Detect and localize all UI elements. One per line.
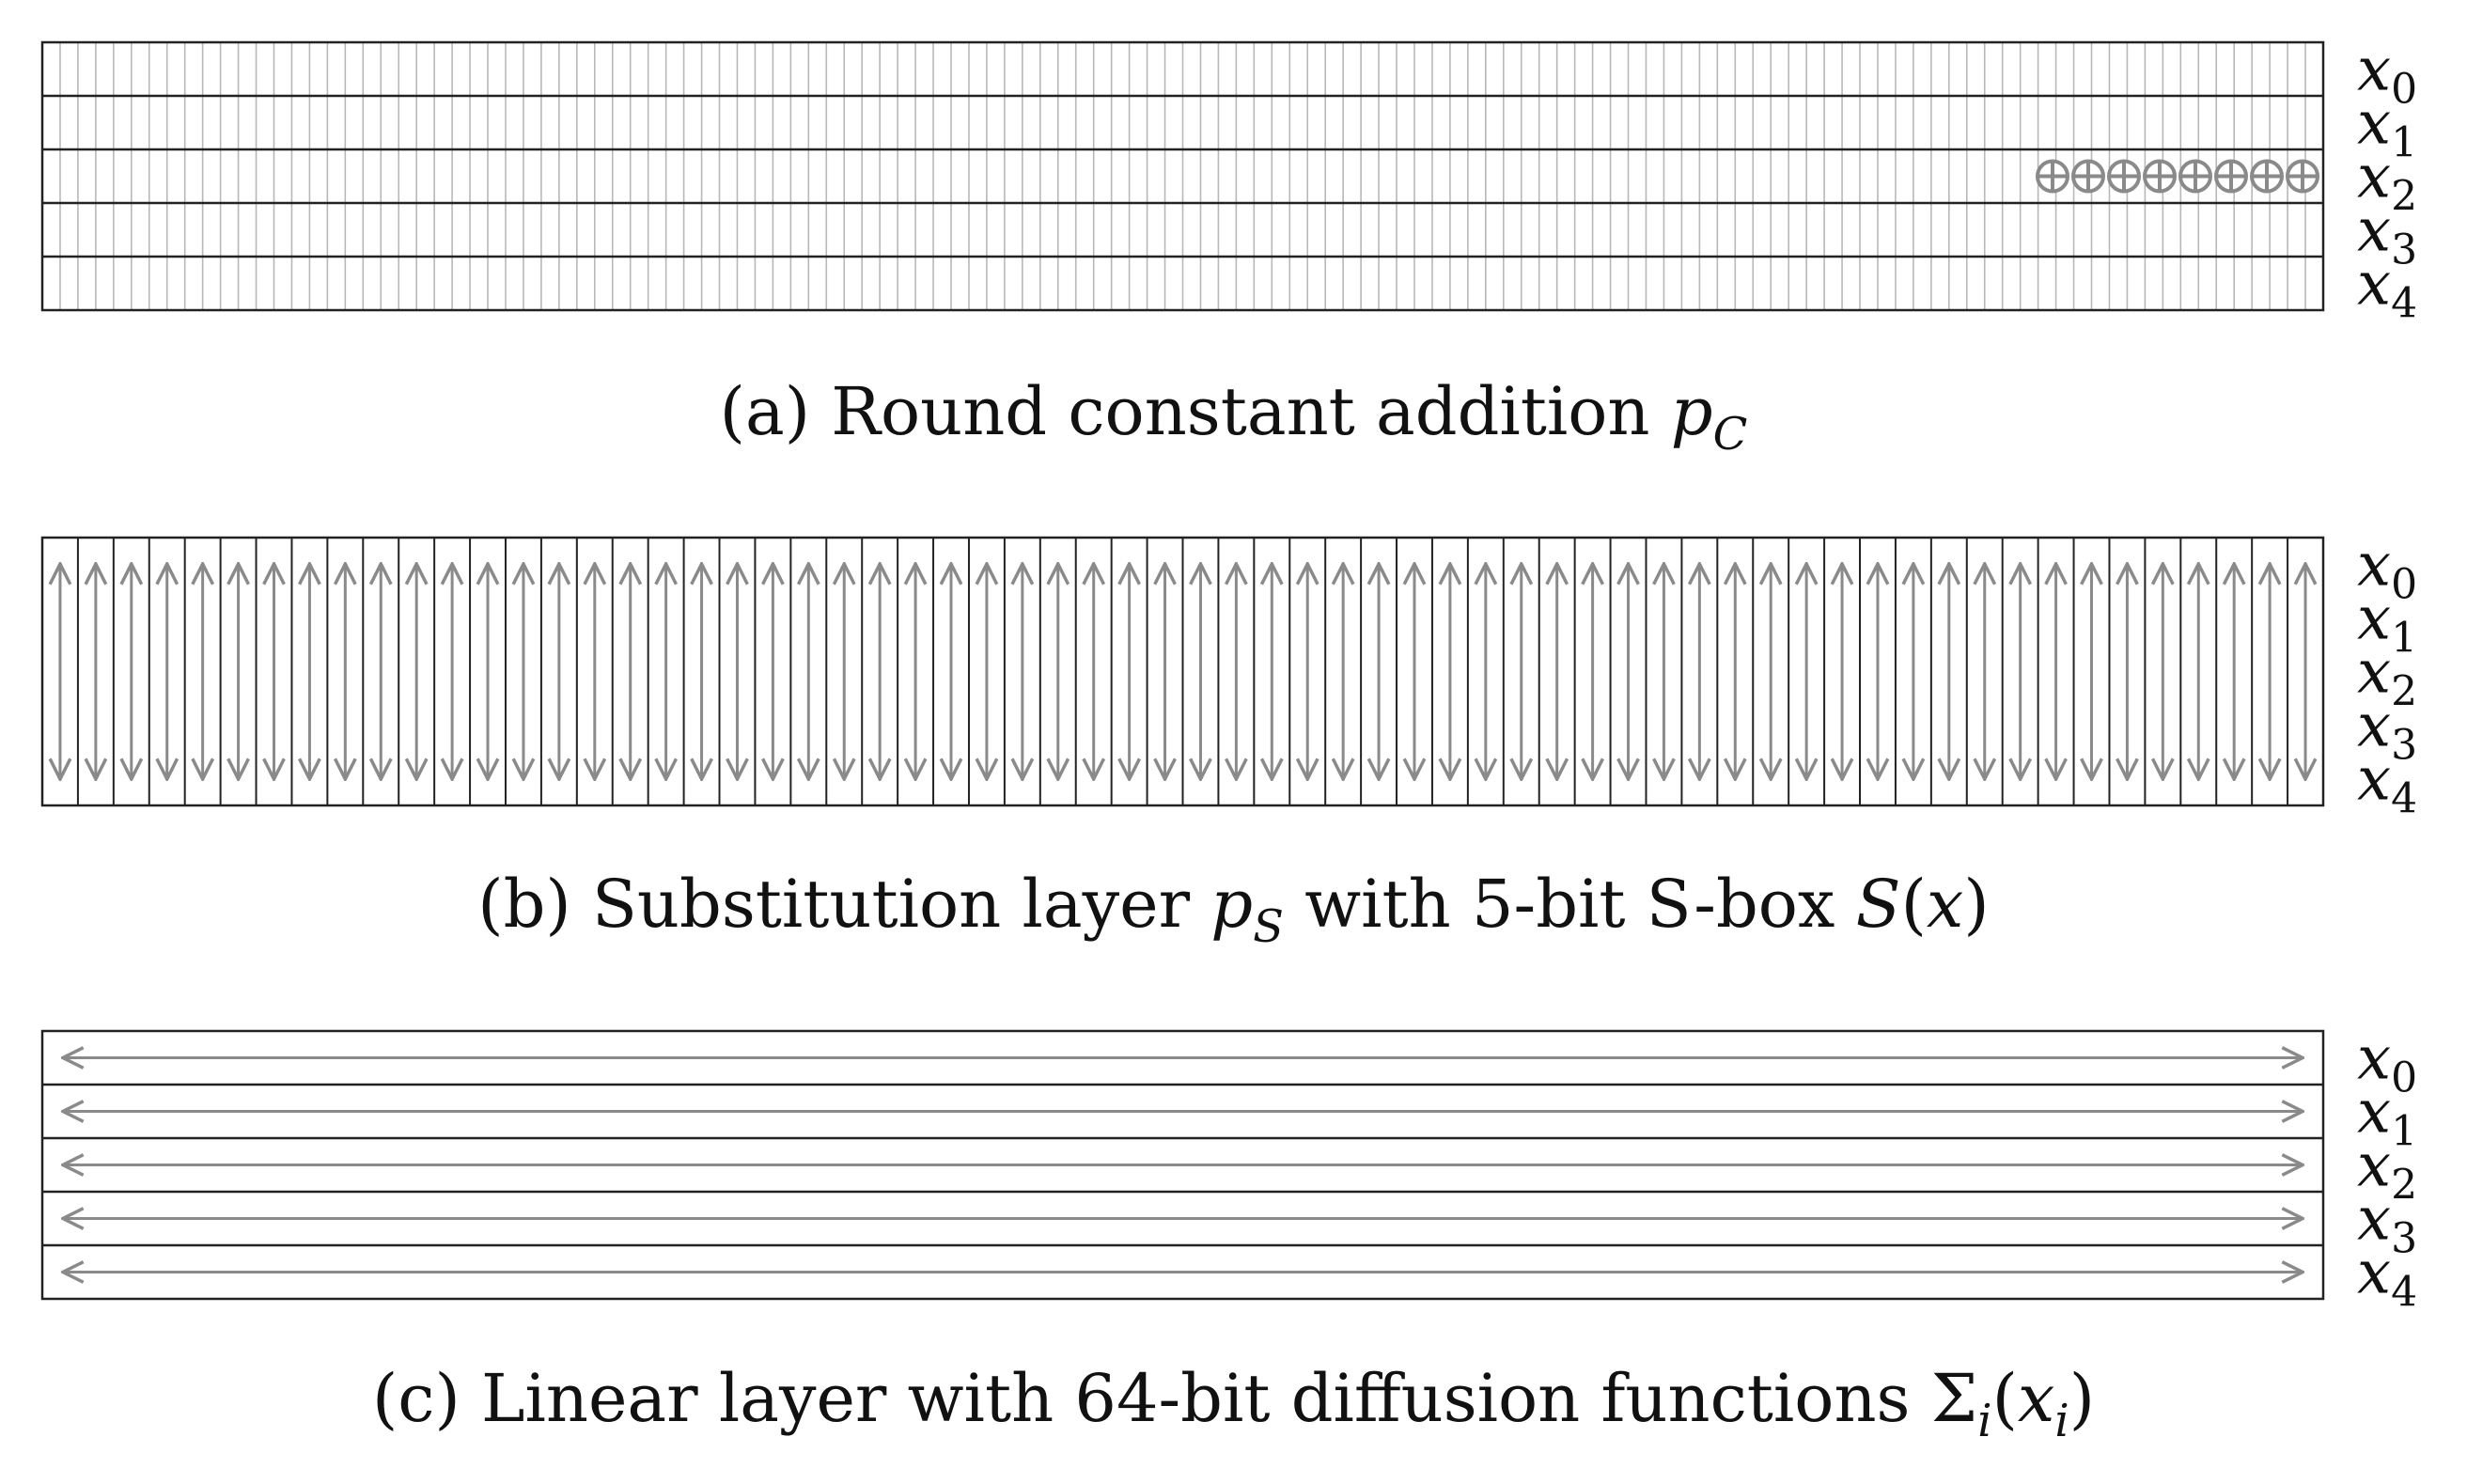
panel-a-label-index: 4: [2391, 280, 2417, 328]
panel-a-label-var: x: [2357, 36, 2391, 105]
panel-c-label-x1: x1: [2357, 1078, 2417, 1156]
panel-a-label-index: 3: [2391, 227, 2417, 274]
panel-b-label-x2: x2: [2357, 638, 2417, 716]
caption-c-func-sub: i: [1977, 1395, 1992, 1447]
caption-b-middle: with 5-bit S-box: [1283, 866, 1856, 943]
panel-c-label-index: 0: [2391, 1054, 2417, 1102]
caption-b-arg: x: [1926, 866, 1964, 943]
panel-a-label-x4: x4: [2357, 250, 2417, 328]
caption-c: (c) Linear layer with 64-bit diffusion f…: [0, 1361, 2467, 1459]
panel-b-label-index: 3: [2391, 722, 2417, 770]
caption-b: (b) Substitution layer pS with 5-bit S-b…: [0, 867, 2467, 964]
xor-symbol: [2036, 159, 2069, 194]
panel-a-label-index: 1: [2391, 119, 2417, 167]
panel-b-label-index: 1: [2391, 615, 2417, 663]
panel-a-label-x1: x1: [2357, 89, 2417, 167]
panel-b-label-var: x: [2357, 585, 2391, 654]
caption-a-text: (a) Round constant addition: [719, 373, 1671, 450]
panel-b-label-x1: x1: [2357, 585, 2417, 663]
caption-b-func: S: [1855, 866, 1901, 943]
panel-c-label-index: 1: [2391, 1108, 2417, 1156]
xor-symbol: [2107, 159, 2141, 194]
xor-symbol: [2250, 159, 2284, 194]
panel-c-label-x0: x0: [2357, 1024, 2417, 1102]
panel-a-label-var: x: [2357, 89, 2391, 159]
panel-c-label-var: x: [2357, 1185, 2391, 1255]
panel-b-label-index: 0: [2391, 561, 2417, 609]
panel-c-label-var: x: [2357, 1132, 2391, 1201]
panel-a-label-index: 2: [2391, 173, 2417, 221]
panel-b-label-index: 4: [2391, 775, 2417, 823]
panel-c-label-x2: x2: [2357, 1132, 2417, 1210]
panel-a-label-var: x: [2357, 250, 2391, 320]
panel-b-label-var: x: [2357, 692, 2391, 761]
caption-a-symbol: p: [1670, 373, 1713, 450]
panel-b-label-x4: x4: [2357, 745, 2417, 823]
panel-a-label-index: 0: [2391, 66, 2417, 114]
panel-c-label-index: 2: [2391, 1162, 2417, 1210]
panel-a-label-var: x: [2357, 143, 2391, 212]
caption-b-open: (: [1900, 866, 1927, 943]
xor-symbol: [2071, 159, 2105, 194]
panel-a-label-x3: x3: [2357, 196, 2417, 274]
panel-c-frame: [40, 1029, 2325, 1301]
xor-symbol: [2178, 159, 2212, 194]
caption-c-arg: x: [2017, 1360, 2055, 1437]
caption-a-subscript: C: [1712, 408, 1748, 461]
panel-a-label-x2: x2: [2357, 143, 2417, 221]
caption-b-symbol: p: [1210, 866, 1254, 943]
caption-c-func: Σ: [1930, 1360, 1978, 1437]
caption-c-close: ): [2069, 1360, 2096, 1437]
caption-b-subscript: S: [1253, 900, 1284, 953]
caption-b-close: ): [1963, 866, 1990, 943]
panel-c-label-x3: x3: [2357, 1185, 2417, 1263]
panel-a-label-x0: x0: [2357, 36, 2417, 114]
caption-c-open: (: [1991, 1360, 2018, 1437]
caption-b-text: (b) Substitution layer: [477, 866, 1211, 943]
caption-c-arg-sub: i: [2054, 1395, 2069, 1447]
panel-c-label-var: x: [2357, 1239, 2391, 1308]
panel-a-frame: [40, 40, 2325, 312]
caption-c-text: (c) Linear layer with 64-bit diffusion f…: [371, 1360, 1931, 1437]
panel-b-label-var: x: [2357, 531, 2391, 601]
panel-a-label-var: x: [2357, 196, 2391, 266]
panel-b-label-var: x: [2357, 745, 2391, 815]
panel-c-label-var: x: [2357, 1078, 2391, 1148]
xor-symbol: [2286, 159, 2319, 194]
panel-c-label-index: 4: [2391, 1269, 2417, 1317]
xor-symbol: [2214, 159, 2248, 194]
panel-c-label-index: 3: [2391, 1215, 2417, 1263]
panel-b-frame: [40, 536, 2325, 807]
xor-symbol: [2143, 159, 2177, 194]
panel-c-label-x4: x4: [2357, 1239, 2417, 1317]
caption-a: (a) Round constant addition pC: [0, 374, 2467, 472]
panel-c-label-var: x: [2357, 1024, 2391, 1094]
panel-b-label-x0: x0: [2357, 531, 2417, 609]
panel-b-label-var: x: [2357, 638, 2391, 708]
panel-b-label-x3: x3: [2357, 692, 2417, 770]
panel-b-label-index: 2: [2391, 668, 2417, 716]
